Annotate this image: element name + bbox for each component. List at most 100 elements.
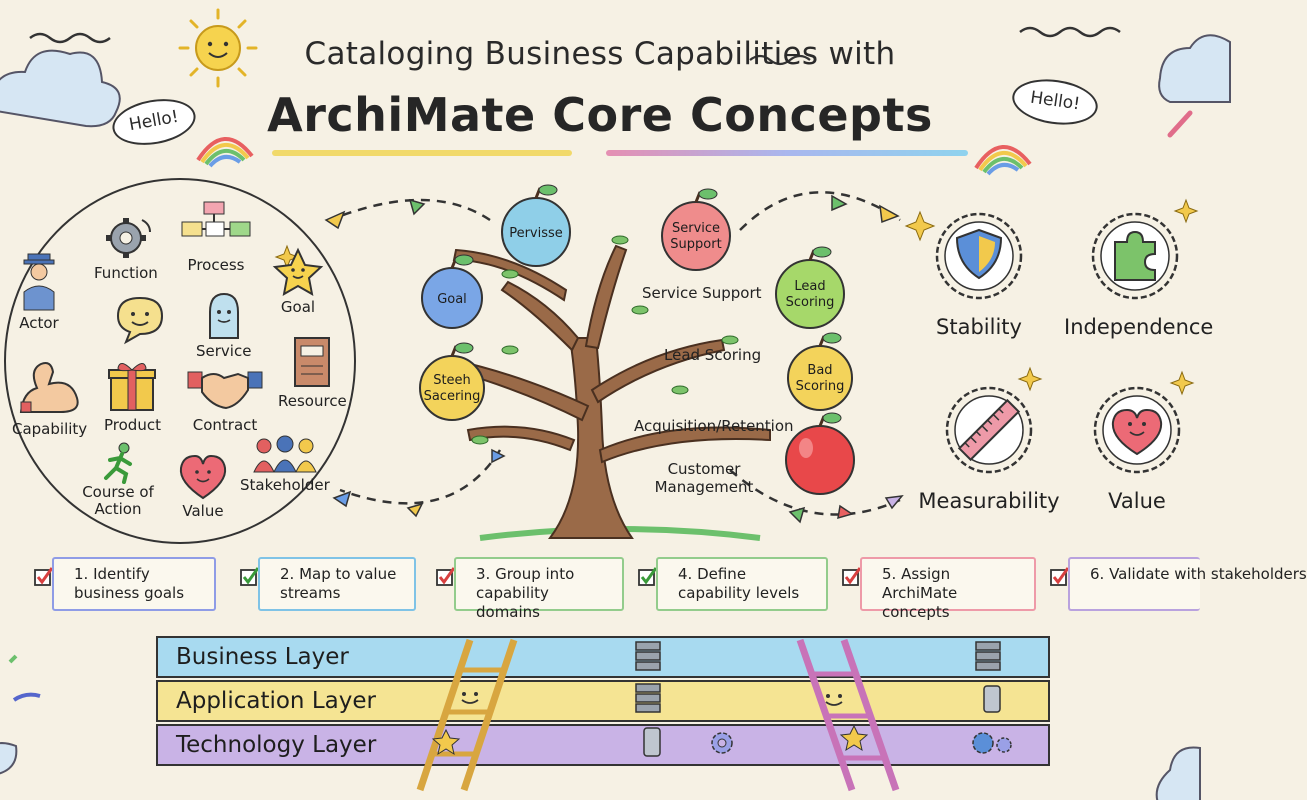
title-underline	[272, 150, 572, 156]
apple-label-line: Service	[672, 221, 720, 236]
apple-node	[785, 412, 855, 495]
checkbox-checked-icon	[34, 567, 54, 586]
quality-label: Stability	[936, 315, 1022, 339]
checkbox-checked-icon	[436, 567, 456, 586]
title-line-1: Cataloging Business Capabilities with	[304, 36, 896, 72]
gear-icon	[105, 218, 151, 258]
concept-service: Service	[196, 292, 251, 360]
concept-label: Stakeholder	[240, 476, 330, 494]
cycle-arrow	[729, 469, 901, 516]
quality-independence: Independence	[1060, 206, 1214, 339]
concept-label: Product	[104, 416, 161, 434]
quality-measurability: Measurability	[914, 380, 1064, 513]
server-icon	[635, 683, 661, 713]
concept-value: Value	[178, 454, 228, 520]
concept-actor: Actor	[16, 252, 62, 332]
ruler-icon	[945, 386, 1033, 474]
concept-goal: Goal	[272, 247, 324, 316]
server-icon	[635, 641, 661, 671]
concept-label: Service	[196, 342, 252, 360]
concept-label: Capability	[12, 420, 88, 438]
step-2: 2. Map to value streams	[258, 557, 416, 611]
apple-label-line: Lead	[794, 279, 825, 294]
quality-stability: Stability	[924, 206, 1034, 339]
step-4: 4. Define capability levels	[656, 557, 828, 611]
book-icon	[294, 337, 331, 387]
checkbox-checked-icon	[240, 567, 260, 586]
concept-label: Resource	[278, 392, 347, 410]
branch-label: Acquisition/Retention	[634, 417, 794, 435]
gear-icon	[711, 732, 733, 754]
branch-label: Lead Scoring	[664, 346, 762, 364]
shield-icon	[935, 212, 1023, 300]
layer-decor	[416, 638, 1012, 792]
service-ghost-icon	[208, 292, 239, 339]
concept-label: Contract	[192, 416, 258, 434]
concept-process: Process	[180, 200, 252, 274]
checkbox-checked-icon	[842, 567, 862, 586]
running-person-icon	[104, 442, 132, 484]
concept-capability: Capability	[12, 360, 87, 438]
step-3: 3. Group into capability domains	[454, 557, 624, 621]
flexed-arm-icon	[19, 362, 79, 413]
cloud-icon	[0, 49, 121, 128]
apple-label: Pervisse	[509, 226, 563, 241]
puzzle-icon	[1091, 212, 1179, 300]
apple-label-line: Scoring	[786, 295, 835, 310]
handshake-icon	[187, 371, 263, 410]
apple-label-line: Bad	[807, 363, 832, 378]
concept-function: Function	[94, 214, 158, 282]
concept-course-of-action: Course of Action	[78, 442, 158, 518]
apple-node: Pervisse	[501, 184, 571, 267]
star-icon	[272, 247, 324, 296]
squiggle-decor	[29, 32, 111, 44]
concept-label: Function	[94, 264, 158, 282]
gear-icon	[972, 732, 1012, 754]
rainbow-icon	[974, 145, 1032, 176]
heart-icon	[179, 454, 227, 500]
cycle-arrow	[339, 449, 502, 505]
checkbox-checked-icon	[638, 567, 658, 586]
cloud-icon	[0, 742, 1201, 800]
concept-label: Process	[187, 256, 245, 274]
concept-label: Course of Action	[82, 483, 154, 518]
quality-label: Measurability	[918, 489, 1060, 513]
mobile-device-icon	[983, 685, 1001, 713]
concept-resource: Resource	[278, 336, 347, 410]
squiggle-decor	[1019, 26, 1121, 38]
quality-label: Value	[1108, 489, 1166, 513]
step-5: 5. Assign ArchiMate concepts	[860, 557, 1036, 621]
step-6: 6. Validate with stakeholders	[1068, 557, 1307, 611]
layer-application: Application Layer	[156, 680, 1050, 722]
ladder-icon	[416, 638, 518, 792]
process-flow-icon	[181, 201, 251, 237]
title-underline	[606, 150, 968, 156]
concept-contract: Contract	[186, 364, 264, 434]
concept-label: Actor	[19, 314, 59, 332]
concept-stakeholder: Stakeholder	[240, 434, 330, 494]
checkbox-checked-icon	[1050, 567, 1070, 586]
cycle-arrow	[739, 191, 901, 231]
quality-value: Value	[1082, 380, 1192, 513]
ladder-icon	[796, 638, 900, 792]
heart-icon	[1093, 386, 1181, 474]
gift-icon	[108, 363, 157, 411]
branch-label: Service Support	[642, 284, 762, 302]
apple-label-line: Steeh	[433, 373, 471, 388]
apple-label: Goal	[437, 292, 467, 307]
background-decor	[0, 8, 1231, 800]
concept-product: Product	[104, 360, 161, 434]
quality-label: Independence	[1064, 315, 1214, 339]
cycle-arrow	[329, 198, 491, 222]
concept-smile	[112, 296, 168, 348]
apple-label-line: Sacering	[424, 389, 481, 404]
concept-label: Goal	[280, 298, 316, 316]
